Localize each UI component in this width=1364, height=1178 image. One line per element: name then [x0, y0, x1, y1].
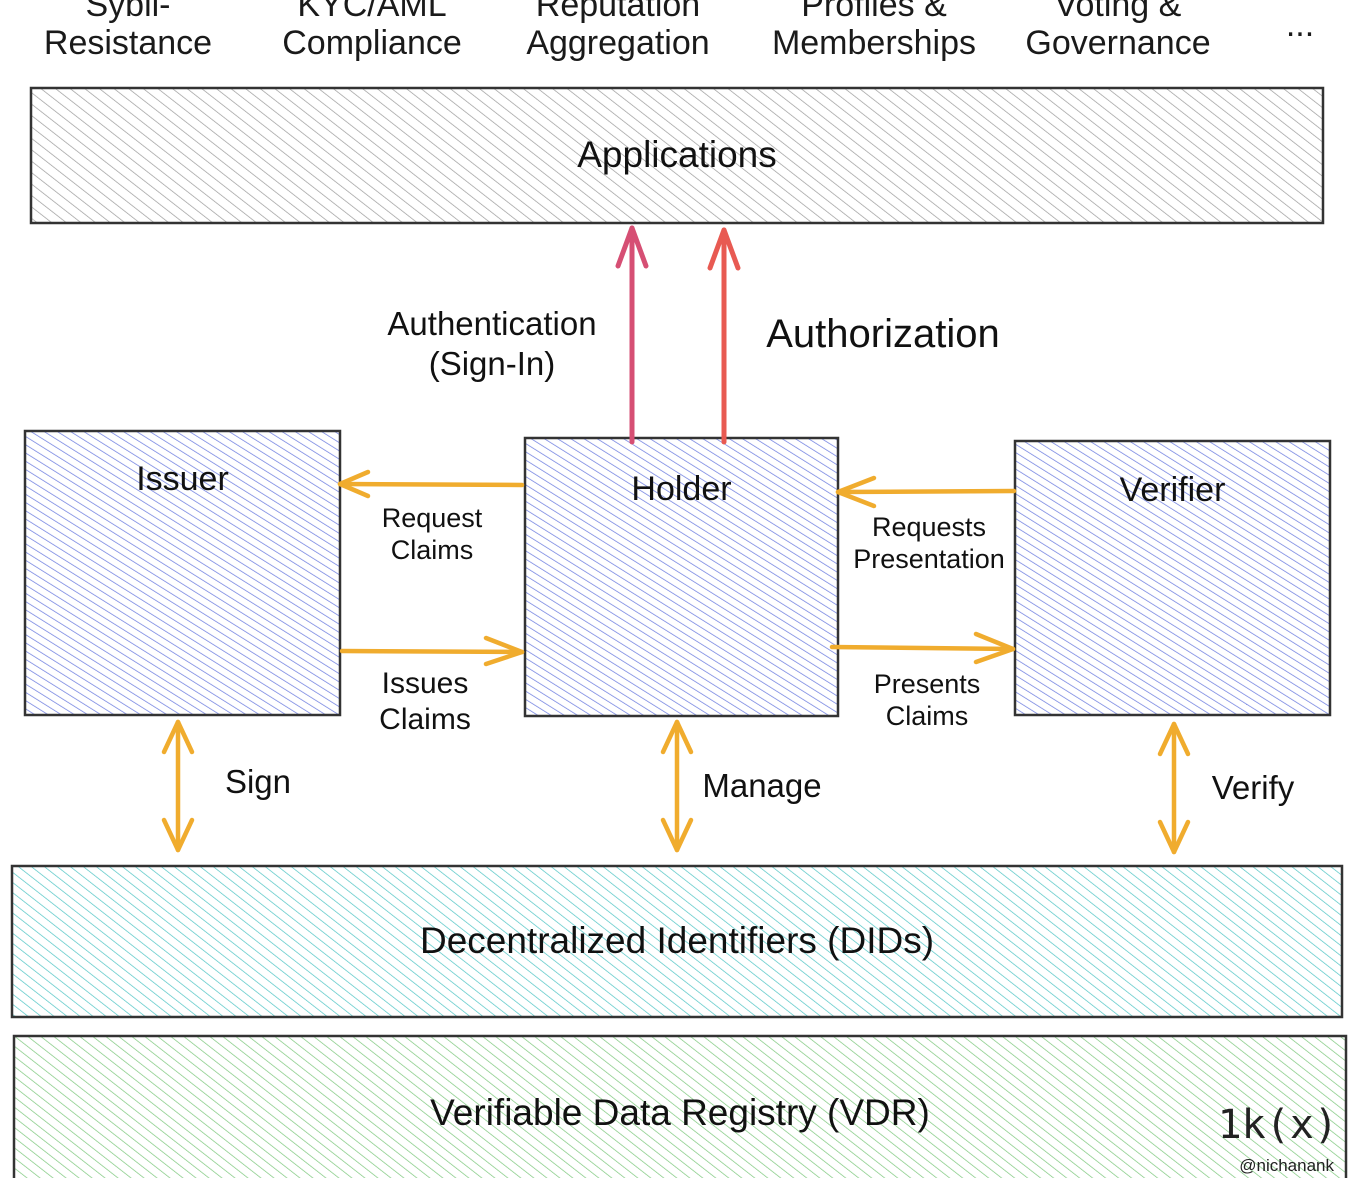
category-more: ... [1285, 6, 1315, 44]
category-kyc-aml: KYC/AML Compliance [282, 0, 462, 62]
category-sybil-resistance: Sybil- Resistance [43, 0, 213, 62]
authorization-arrow [707, 227, 741, 445]
presents-claims-arrow [829, 631, 1016, 665]
issues-claims-label: Issues Claims [379, 667, 471, 736]
did-layer [10, 864, 1344, 1019]
sign-label: Sign [224, 763, 292, 800]
authorization-label: Authorization [766, 312, 1000, 356]
verify-label: Verify [1211, 769, 1295, 806]
did-label: Decentralized Identifiers (DIDs) [419, 920, 935, 961]
issuer-label: Issuer [136, 460, 229, 498]
manage-label: Manage [702, 767, 822, 804]
sign-arrow [161, 719, 195, 853]
category-voting: Voting & Governance [1025, 0, 1211, 62]
issuer-box [23, 429, 342, 717]
presents-claims-label: Presents Claims [873, 669, 981, 731]
vdr-label: Verifiable Data Registry (VDR) [430, 1092, 930, 1133]
category-reputation: Reputation Aggregation [526, 0, 710, 62]
issues-claims-arrow [339, 635, 525, 667]
request-claims-label: Request Claims [381, 503, 483, 565]
applications-layer [29, 86, 1325, 225]
author-handle: @nichanank [1239, 1156, 1334, 1175]
manage-arrow [660, 719, 694, 853]
verify-arrow [1157, 721, 1191, 855]
holder-label: Holder [631, 470, 732, 508]
requests-presentation-label: Requests Presentation [853, 512, 1005, 574]
verifier-box [1013, 439, 1332, 717]
authentication-arrow [615, 225, 649, 445]
applications-label: Applications [577, 134, 777, 175]
request-claims-arrow [337, 469, 525, 499]
verifier-label: Verifier [1119, 471, 1226, 509]
requests-presentation-arrow [835, 475, 1017, 509]
category-profiles: Profiles & Memberships [771, 0, 977, 62]
vdr-layer [12, 1034, 1348, 1178]
holder-box [523, 436, 840, 718]
brand-logo: 1k(x) [1217, 1102, 1338, 1148]
authentication-label: Authentication (Sign-In) [387, 305, 597, 382]
